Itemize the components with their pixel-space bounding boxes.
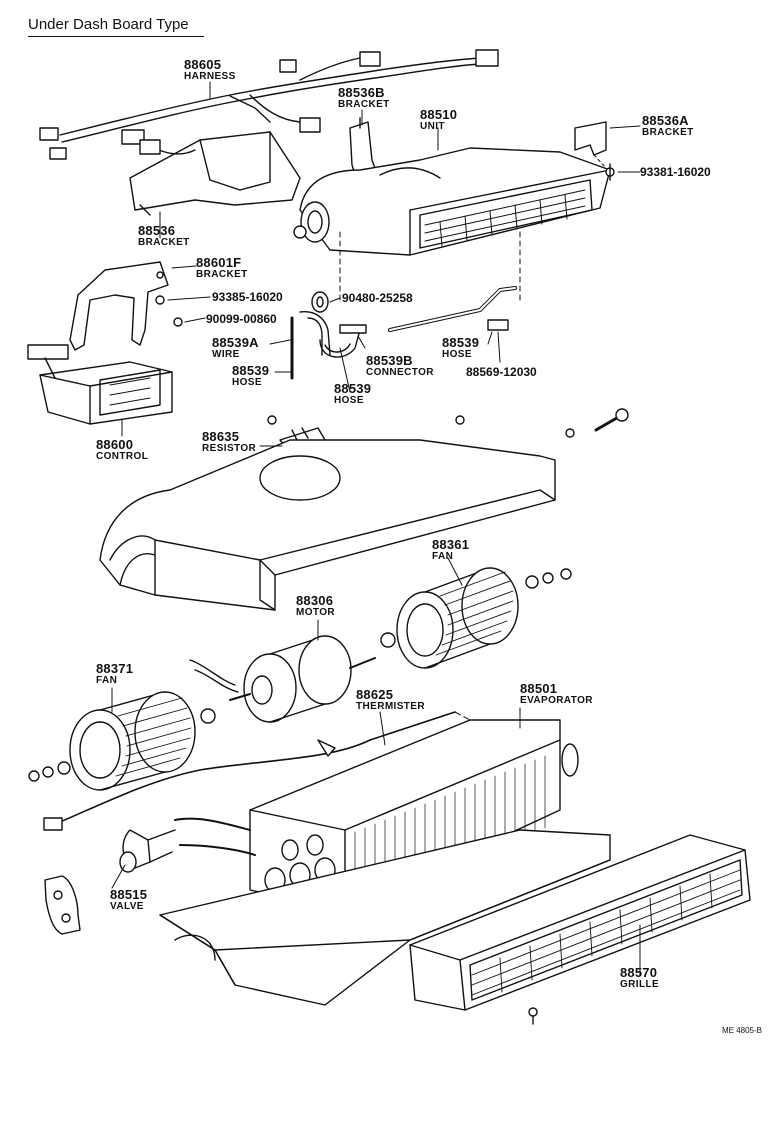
callout-motor: 88306 MOTOR bbox=[296, 594, 335, 618]
part-number: 88306 bbox=[296, 593, 334, 608]
part-name: UNIT bbox=[420, 121, 445, 132]
part-name: GRILLE bbox=[620, 979, 660, 990]
callout-wire: 88539A WIRE bbox=[212, 336, 259, 360]
callout-harness: 88605 HARNESS bbox=[184, 58, 236, 82]
bottom-tray-drawing bbox=[159, 829, 611, 1006]
callout-hose-mid: 88539 HOSE bbox=[334, 382, 371, 406]
unit-88510-drawing bbox=[293, 147, 611, 301]
figure-reference: ME 4805-B bbox=[721, 1026, 762, 1035]
callout-resistor: 88635 RESISTOR bbox=[202, 430, 256, 454]
thermister-88625-drawing bbox=[43, 711, 471, 901]
part-name: BRACKET bbox=[642, 127, 694, 138]
callout-hose-left: 88539 HOSE bbox=[232, 364, 269, 388]
bracket-88601f-drawing bbox=[69, 261, 183, 351]
part-number: 88371 bbox=[96, 661, 134, 676]
callout-screw-90099: 90099-00860 bbox=[206, 312, 277, 326]
callout-valve: 88515 VALVE bbox=[110, 888, 147, 912]
part-name: HARNESS bbox=[184, 71, 236, 82]
part-name: FAN bbox=[432, 551, 454, 562]
part-number: 88539B bbox=[366, 353, 413, 368]
hoses-drawing bbox=[290, 286, 517, 380]
part-number: 88601F bbox=[196, 255, 242, 270]
title-underline bbox=[28, 36, 204, 37]
bracket-88536-drawing bbox=[129, 131, 301, 216]
fan-88371-drawing bbox=[28, 691, 216, 791]
part-number: 88536B bbox=[338, 85, 385, 100]
part-number: 88605 bbox=[184, 57, 222, 72]
part-number: 88539 bbox=[334, 381, 372, 396]
part-number: 88501 bbox=[520, 681, 558, 696]
part-number: 88570 bbox=[620, 965, 658, 980]
callout-control: 88600 CONTROL bbox=[96, 438, 148, 462]
bracket-88536a-drawing bbox=[574, 121, 615, 181]
part-name: FAN bbox=[96, 675, 118, 686]
blower-housing-drawing bbox=[99, 439, 556, 611]
part-name: CONNECTOR bbox=[366, 367, 434, 378]
part-name: WIRE bbox=[212, 349, 240, 360]
part-name: BRACKET bbox=[196, 269, 248, 280]
evaporator-88501-drawing bbox=[174, 719, 579, 911]
grille-88570-drawing bbox=[409, 834, 751, 1025]
part-number: 88625 bbox=[356, 687, 394, 702]
part-number: 88510 bbox=[420, 107, 458, 122]
part-number: 88361 bbox=[432, 537, 470, 552]
callout-screw-93381: 93381-16020 bbox=[640, 165, 711, 179]
part-number: 88600 bbox=[96, 437, 134, 452]
callout-grille: 88570 GRILLE bbox=[620, 966, 659, 990]
fan-88361-drawing bbox=[380, 567, 572, 669]
part-number: 88539 bbox=[442, 335, 480, 350]
part-number: 88635 bbox=[202, 429, 240, 444]
callout-bracket-88601f: 88601F BRACKET bbox=[196, 256, 248, 280]
part-number: 88539A bbox=[212, 335, 259, 350]
part-number: 88539 bbox=[232, 363, 270, 378]
callout-unit: 88510 UNIT bbox=[420, 108, 457, 132]
part-name: THERMISTER bbox=[356, 701, 425, 712]
leader-lines bbox=[111, 81, 641, 976]
part-name: BRACKET bbox=[138, 237, 190, 248]
part-name: VALVE bbox=[110, 901, 144, 912]
callout-bracket-88536b: 88536B BRACKET bbox=[338, 86, 390, 110]
callout-fan-right: 88361 FAN bbox=[432, 538, 469, 562]
part-number: 88515 bbox=[110, 887, 148, 902]
part-name: HOSE bbox=[232, 377, 262, 388]
callout-grommet-90480: 90480-25258 bbox=[342, 291, 413, 305]
valve-88515-drawing bbox=[44, 829, 176, 935]
part-number: 88536 bbox=[138, 223, 176, 238]
callout-bracket-88536a: 88536A BRACKET bbox=[642, 114, 694, 138]
part-name: BRACKET bbox=[338, 99, 390, 110]
motor-88306-drawing bbox=[189, 635, 376, 723]
part-name: HOSE bbox=[334, 395, 364, 406]
callout-evaporator: 88501 EVAPORATOR bbox=[520, 682, 593, 706]
callout-thermister: 88625 THERMISTER bbox=[356, 688, 425, 712]
callout-clip-88569: 88569-12030 bbox=[466, 365, 537, 379]
callout-screw-93385: 93385-16020 bbox=[212, 290, 283, 304]
part-number: 88536A bbox=[642, 113, 689, 128]
control-88600-drawing bbox=[27, 344, 173, 425]
harness-drawing bbox=[39, 49, 499, 160]
part-name: EVAPORATOR bbox=[520, 695, 593, 706]
part-name: HOSE bbox=[442, 349, 472, 360]
callout-fan-left: 88371 FAN bbox=[96, 662, 133, 686]
callout-connector: 88539B CONNECTOR bbox=[366, 354, 434, 378]
callout-bracket-88536: 88536 BRACKET bbox=[138, 224, 190, 248]
page-title: Under Dash Board Type bbox=[28, 16, 189, 33]
part-name: CONTROL bbox=[96, 451, 149, 462]
part-name: MOTOR bbox=[296, 607, 336, 618]
part-name: RESISTOR bbox=[202, 443, 257, 454]
callout-hose-right: 88539 HOSE bbox=[442, 336, 479, 360]
